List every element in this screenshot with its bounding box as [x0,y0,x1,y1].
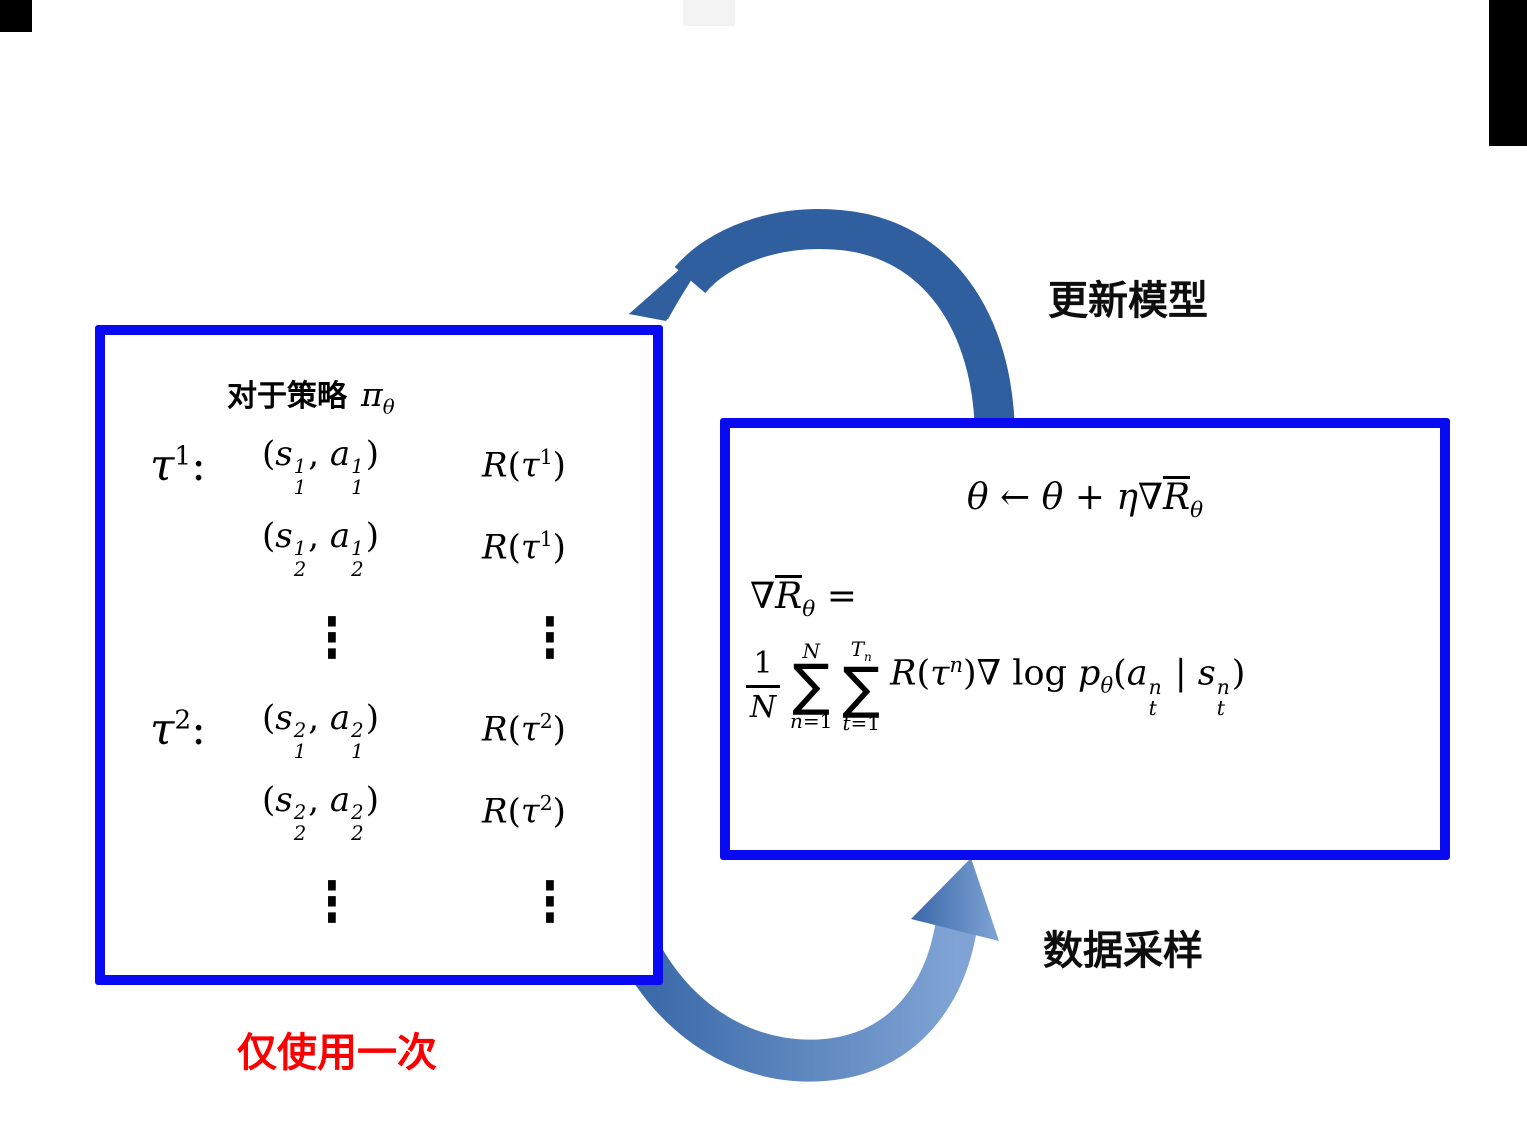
data-sampling-label: 数据采样 [1043,929,1203,973]
ellipsis-row: ⋮ ⋮ [150,853,653,953]
policy-symbol: πθ [361,375,395,419]
sigma-symbol: ∑ [792,653,831,719]
vertical-dots: ⋮ [528,870,572,935]
sum-over-t: Tn ∑ t=1 [842,638,880,734]
reward-value: R(τ1) [482,445,566,486]
top-right-black-bar [1489,0,1527,146]
tau-label: τ2: [150,704,206,756]
vertical-dots: ⋮ [310,606,354,671]
sum-upper-limit: Tn [850,637,872,665]
sum-lower-limit: n=1 [790,709,833,734]
policy-title: 对于策略 πθ [227,371,653,419]
update-model-label: 更新模型 [1048,279,1208,323]
sum-over-n: N ∑ n=1 [790,640,832,732]
sum-upper-limit: N [802,639,820,664]
policy-title-text: 对于策略 [227,380,347,413]
fraction-numerator: 1 [753,646,773,682]
reward-value: R(τ2) [482,709,566,750]
fraction-one-over-N: 1 N [746,647,780,725]
reward-value: R(τ1) [482,527,566,568]
gradient-lhs: ∇Rθ = [750,575,857,623]
theta-update-rule: θ ← θ + η∇Rθ [966,476,1204,524]
tau-label: τ1: [150,440,206,492]
data-sampling-arrow [619,858,999,1082]
update-equation-box: θ ← θ + η∇Rθ ∇Rθ = 1 N N ∑ n=1 Tn ∑ t=1 … [720,418,1450,860]
fraction-bar [746,684,780,688]
use-once-note: 仅使用一次 [237,1031,437,1075]
reward-value: R(τ2) [482,791,566,832]
sum-lower-limit: t=1 [842,711,880,736]
ellipsis-row: ⋮ ⋮ [150,589,653,689]
sigma-symbol: ∑ [842,655,881,721]
top-left-black-block [0,0,32,32]
vertical-dots: ⋮ [528,606,572,671]
update-model-arrow [629,209,1015,441]
vertical-dots: ⋮ [310,870,354,935]
top-edge-artifact [683,0,735,26]
fraction-denominator: N [749,689,777,725]
